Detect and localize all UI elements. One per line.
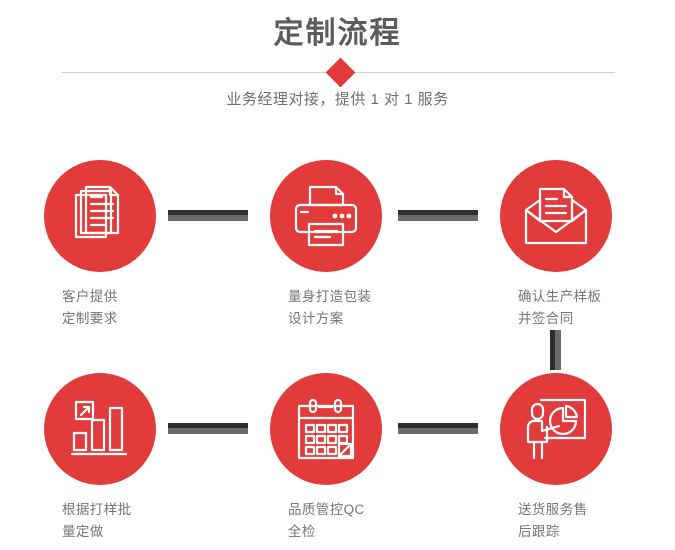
step-1-circle[interactable] <box>44 160 156 272</box>
step-6-label: 送货服务售 后跟踪 <box>518 502 588 539</box>
step-3-circle[interactable] <box>500 160 612 272</box>
step-3-label: 确认生产样板 并签合同 <box>518 289 602 326</box>
step-1-label: 客户提供 定制要求 <box>62 289 118 326</box>
connector-bar-light <box>398 215 478 221</box>
envelope-document-icon <box>524 187 588 245</box>
connector-bar-light <box>398 428 478 434</box>
documents-icon <box>69 185 131 247</box>
bar-chart-growth-icon <box>70 400 130 458</box>
connector-5-6 <box>398 423 478 434</box>
connector-3-6 <box>550 330 561 370</box>
step-5-label: 品质管控QC 全检 <box>288 502 365 539</box>
calendar-icon <box>296 398 356 460</box>
step-4-circle[interactable] <box>44 373 156 485</box>
connector-4-5 <box>168 423 248 434</box>
presenter-pie-chart-icon <box>525 398 587 460</box>
connector-bar-light <box>168 215 248 221</box>
connector-bar-dark <box>398 210 478 215</box>
printer-icon <box>294 185 358 247</box>
page-title: 定制流程 <box>273 17 402 50</box>
connector-bar-light <box>555 330 561 370</box>
connector-bar-dark <box>168 423 248 428</box>
step-6-circle[interactable] <box>500 373 612 485</box>
page-subtitle: 业务经理对接，提供 1 对 1 服务 <box>226 91 449 108</box>
step-4-label: 根据打样批 量定做 <box>62 502 132 539</box>
header-block: 定制流程 业务经理对接，提供 1 对 1 服务 <box>0 0 675 130</box>
connector-bar-light <box>168 428 248 434</box>
connector-bar-dark <box>550 330 555 370</box>
step-5-circle[interactable] <box>270 373 382 485</box>
connector-bar-dark <box>398 423 478 428</box>
connector-bar-dark <box>168 210 248 215</box>
step-2-circle[interactable] <box>270 160 382 272</box>
connector-1-2 <box>168 210 248 221</box>
connector-2-3 <box>398 210 478 221</box>
step-2-label: 量身打造包装 设计方案 <box>288 289 372 326</box>
